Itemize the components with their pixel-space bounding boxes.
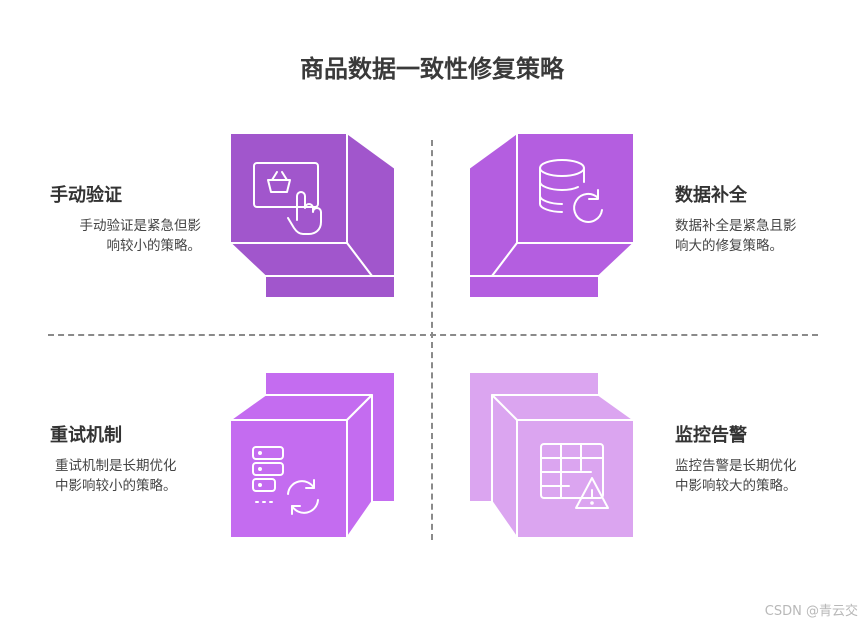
desc-line: 中影响较大的策略。 [675, 478, 797, 494]
quadrant-br-title: 监控告警 [675, 425, 747, 446]
cube-tl [229, 132, 396, 299]
quadrant-br-desc: 监控告警是长期优化 中影响较大的策略。 [675, 456, 825, 496]
desc-line: 数据补全是紧急且影 [675, 218, 797, 234]
server-refresh-icon [252, 446, 319, 515]
table-warning-icon [540, 443, 609, 509]
horizontal-divider [48, 334, 818, 336]
touch-screen-basket-icon [253, 162, 322, 235]
desc-line: 中影响较小的策略。 [55, 478, 177, 494]
cube-bl [229, 371, 396, 539]
desc-line: 响大的修复策略。 [675, 238, 783, 254]
watermark: CSDN @青云交 [764, 604, 858, 619]
vertical-divider [431, 140, 433, 540]
desc-line: 重试机制是长期优化 [55, 458, 177, 474]
quadrant-bl-desc: 重试机制是长期优化 中影响较小的策略。 [55, 456, 205, 496]
cube-tr [468, 132, 635, 299]
desc-line: 响较小的策略。 [106, 238, 202, 254]
cube-br [468, 371, 635, 539]
quadrant-tr-desc: 数据补全是紧急且影 响大的修复策略。 [675, 216, 825, 256]
database-refresh-icon [539, 159, 603, 223]
quadrant-tr-title: 数据补全 [675, 185, 747, 206]
quadrant-bl-title: 重试机制 [50, 425, 122, 446]
desc-line: 监控告警是长期优化 [675, 458, 797, 474]
quadrant-tl-desc: 手动验证是紧急但影 响较小的策略。 [55, 216, 202, 256]
page-title: 商品数据一致性修复策略 [300, 55, 564, 83]
quadrant-tl-title: 手动验证 [50, 185, 122, 206]
desc-line: 手动验证是紧急但影 [79, 218, 202, 234]
